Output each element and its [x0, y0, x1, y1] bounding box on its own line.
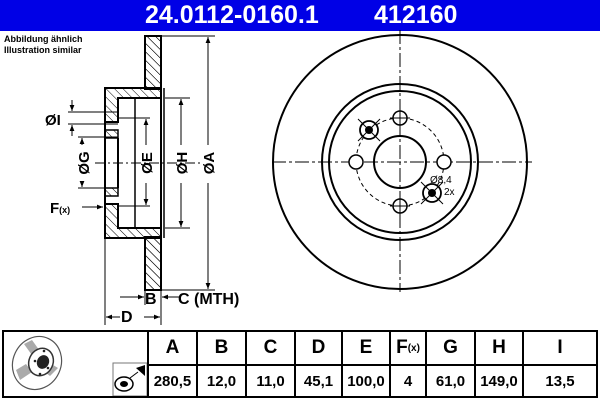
column-header-i: I [522, 332, 596, 366]
column-header-a: A [147, 332, 196, 366]
side-view: ØI ØG ØE ØH ØA F(x) B C (MTH) D [45, 35, 239, 326]
label-dim-g: ØG [76, 151, 93, 174]
value-f: 4 [389, 366, 425, 396]
column-header-c: C [245, 332, 294, 366]
label-dim-f: F(x) [50, 200, 70, 217]
value-e: 100,0 [341, 366, 389, 396]
label-dim-a: ØA [201, 152, 218, 175]
column-header-e: E [341, 332, 389, 366]
label-dim-h: ØH [174, 152, 191, 175]
hole-count-label: 2x [444, 187, 455, 198]
label-dim-i: ØI [45, 112, 61, 129]
front-view: Ø8,4 2x [272, 30, 532, 292]
note-english: Illustration similar [4, 45, 82, 55]
column-header-g: G [425, 332, 474, 366]
part-number: 24.0112-0160.1 [145, 1, 319, 29]
product-thumbnail-cell [4, 332, 148, 397]
label-dim-c: C (MTH) [178, 291, 239, 308]
column-header-f-label: F [396, 337, 408, 358]
value-h: 149,0 [474, 366, 522, 396]
column-header-b: B [196, 332, 245, 366]
label-dim-b: B [145, 291, 157, 308]
label-dim-e: ØE [139, 152, 156, 174]
value-c: 11,0 [245, 366, 294, 396]
hole-diameter-label: Ø8,4 [430, 175, 452, 186]
value-b: 12,0 [196, 366, 245, 396]
note-german: Abbildung ähnlich [4, 34, 83, 44]
column-header-h: H [474, 332, 522, 366]
technical-drawing: ØI ØG ØE ØH ØA F(x) B C (MTH) D [45, 30, 532, 326]
reference-number: 412160 [374, 1, 458, 29]
value-d: 45,1 [294, 366, 341, 396]
value-g: 61,0 [425, 366, 474, 396]
value-i: 13,5 [522, 366, 596, 396]
label-dim-d: D [121, 309, 133, 326]
column-header-f: F(x) [389, 332, 425, 366]
column-header-d: D [294, 332, 341, 366]
column-header-f-sub: (x) [407, 342, 420, 354]
dimension-table: A B C D E F(x) G H I 280,5 12,0 11,0 45,… [2, 330, 598, 398]
illustration-note: Abbildung ähnlich Illustration similar [4, 34, 83, 56]
title-bar: 24.0112-0160.1 412160 [0, 0, 600, 31]
value-a: 280,5 [147, 366, 196, 396]
brake-disc-thumbnail-icon [11, 335, 148, 397]
